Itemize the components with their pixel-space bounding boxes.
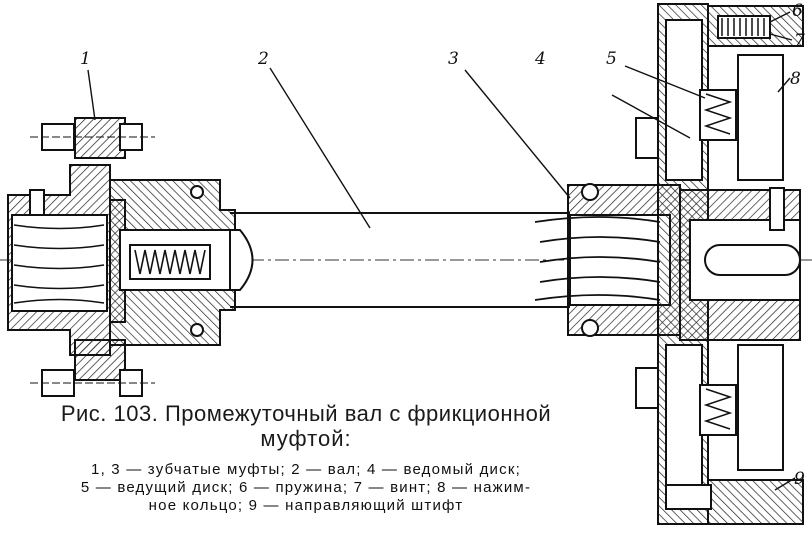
legend-line-3: ное кольцо; 9 — направляющий штифт <box>148 497 464 514</box>
figure-caption-title-continued: муфтой: <box>260 426 352 451</box>
left-gear-coupling <box>7 117 254 397</box>
right-gear-coupling <box>534 183 681 337</box>
legend-line-1: 1, 3 — зубчатые муфты; 2 — вал; 4 — ведо… <box>91 461 521 478</box>
friction-clutch <box>635 3 804 525</box>
part-label-3: 3 <box>448 49 459 69</box>
part-label-8: 8 <box>790 69 801 89</box>
part-label-4: 4 <box>534 49 546 69</box>
part-label-9: 9 <box>794 469 805 489</box>
shaft <box>230 212 570 308</box>
part-label-2: 2 <box>257 49 269 69</box>
leader-lines <box>87 11 796 491</box>
part-label-6: 6 <box>792 1 803 21</box>
part-label-5: 5 <box>606 49 617 69</box>
part-label-1: 1 <box>80 49 91 69</box>
part-label-7: 7 <box>794 31 805 51</box>
figure-caption-title: Рис. 103. Промежуточный вал с фрикционно… <box>60 401 552 426</box>
legend-line-2: 5 — ведущий диск; 6 — пружина; 7 — винт;… <box>80 479 532 496</box>
